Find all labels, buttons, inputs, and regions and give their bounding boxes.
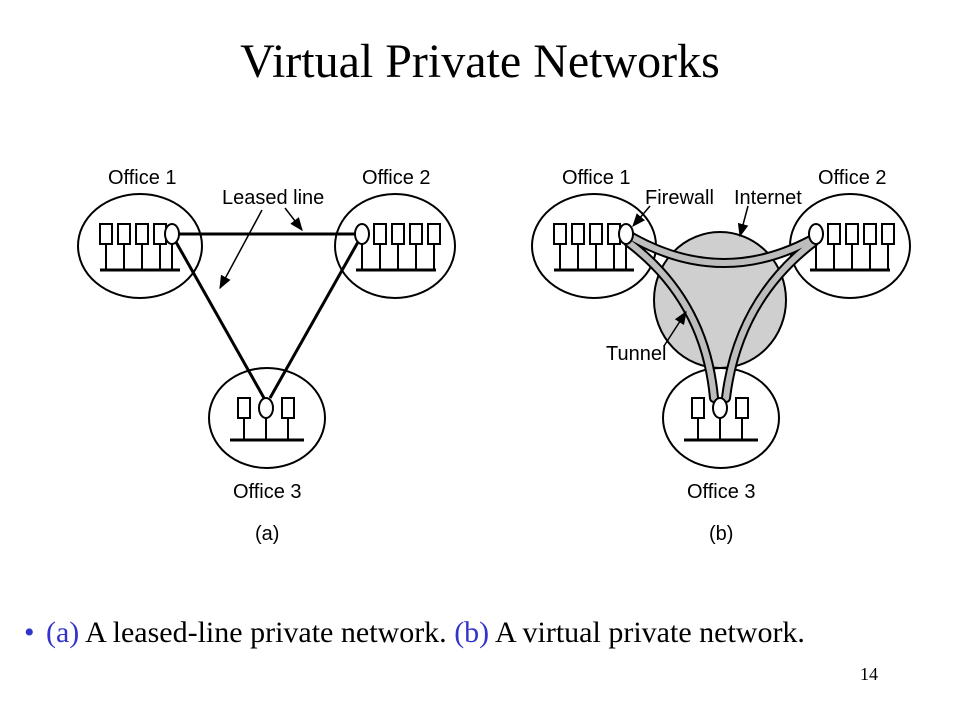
panel-a-label: (a) xyxy=(255,523,279,545)
caption-part-a-tag: (a) xyxy=(46,616,80,649)
leased-line-label: Leased line xyxy=(222,187,324,209)
office-2-firewall xyxy=(808,223,824,245)
tunnel-label: Tunnel xyxy=(606,343,666,365)
caption-part-b-tag: (b) xyxy=(454,616,490,649)
office-3-label: Office 3 xyxy=(687,481,756,503)
caption-part-a-text: A leased-line private network. xyxy=(79,616,455,649)
caption-text: (a) A leased-line private network. (b) A… xyxy=(46,612,876,654)
office-3-firewall xyxy=(712,397,728,419)
office-1-label: Office 1 xyxy=(562,167,631,189)
slide-title: Virtual Private Networks xyxy=(240,35,720,88)
firewall-label: Firewall xyxy=(645,187,714,209)
office-2-label: Office 2 xyxy=(818,167,887,189)
office-1-ellipse xyxy=(77,193,203,299)
office-1-firewall xyxy=(618,223,634,245)
vpn-tunnels xyxy=(623,231,823,403)
panel-b-label: (b) xyxy=(709,523,733,545)
office-3-label: Office 3 xyxy=(233,481,302,503)
office-2-lan xyxy=(354,223,441,272)
office-1-lan xyxy=(553,223,634,272)
leased-lines xyxy=(174,232,360,399)
leased-line-arrows xyxy=(219,207,303,290)
office-2-ellipse xyxy=(334,193,456,299)
leased-line-diagram: Office 1 Office 2 Office 3 Leased line (… xyxy=(77,167,456,545)
office-1-label: Office 1 xyxy=(108,167,177,189)
page-number: 14 xyxy=(860,664,878,684)
internet-label: Internet xyxy=(734,187,802,209)
office-3-lan xyxy=(684,397,758,442)
office-1-lan xyxy=(99,223,180,272)
office-3-lan xyxy=(230,397,304,442)
vpn-label-arrows xyxy=(632,205,749,347)
office-2-label: Office 2 xyxy=(362,167,431,189)
office-2-lan xyxy=(808,223,895,272)
bullet-icon: • xyxy=(24,616,35,649)
caption-part-b-text: A virtual private network. xyxy=(489,616,805,649)
vpn-tunnel-diagram: Office 1 Office 2 Office 3 Firewall Inte… xyxy=(531,167,911,545)
